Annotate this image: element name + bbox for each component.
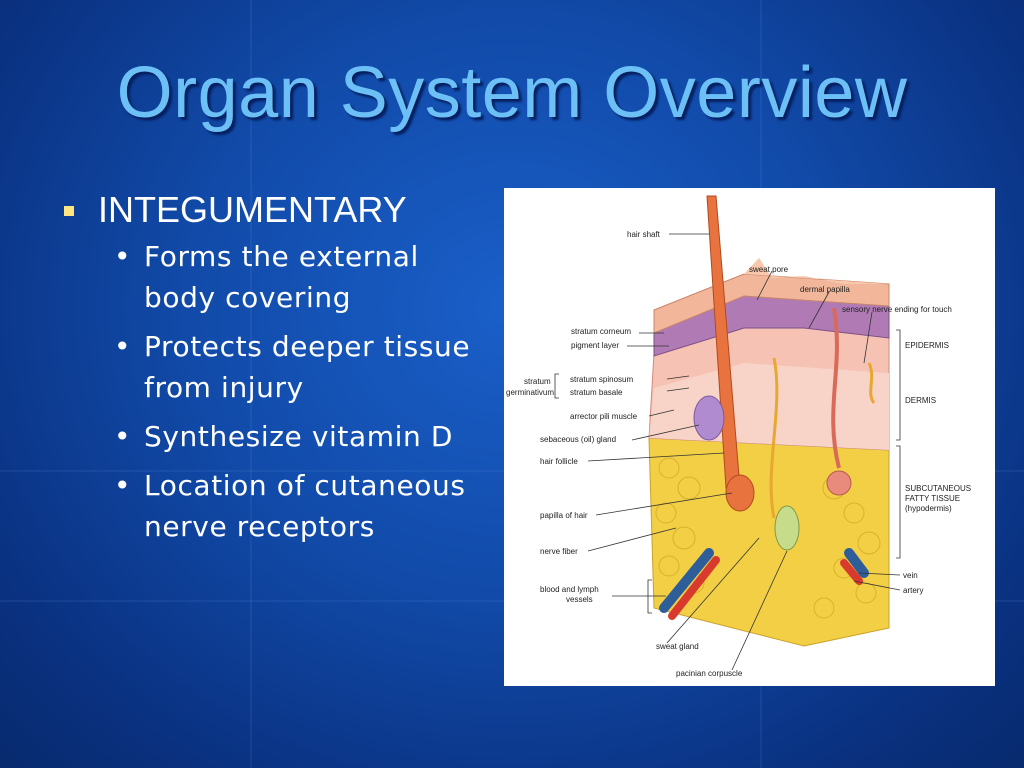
label-sweat-pore: sweat pore xyxy=(749,265,789,274)
label-vein: vein xyxy=(903,571,918,580)
square-bullet-icon xyxy=(64,206,74,216)
label-stratum: stratum xyxy=(524,377,551,386)
label-subcutaneous: SUBCUTANEOUS xyxy=(905,484,971,493)
bullet-dot-icon: • xyxy=(114,330,132,363)
sub-bullet: • Synthesize vitamin D xyxy=(114,416,492,457)
sub-bullet-text: Location of cutaneous nerve receptors xyxy=(144,469,466,543)
artery-right xyxy=(840,559,863,585)
vein-left xyxy=(659,548,714,613)
vein-right xyxy=(844,548,869,578)
sub-bullet-text: Synthesize vitamin D xyxy=(144,420,453,453)
label-stratum-basale: stratum basale xyxy=(570,388,623,397)
label-hair-follicle: hair follicle xyxy=(540,457,578,466)
label-nerve-fiber: nerve fiber xyxy=(540,547,578,556)
label-pigment-layer: pigment layer xyxy=(571,341,619,350)
background-line xyxy=(250,0,252,768)
label-artery: artery xyxy=(903,586,923,595)
sub-bullet-text: Forms the external body covering xyxy=(144,240,419,314)
label-papilla-of-hair: papilla of hair xyxy=(540,511,588,520)
label-arrector-pili: arrector pili muscle xyxy=(570,412,638,421)
bullet-dot-icon: • xyxy=(114,240,132,273)
label-stratum-corneum: stratum corneum xyxy=(571,327,631,336)
skin-surface xyxy=(744,258,889,284)
leader-lines xyxy=(587,233,901,671)
bracket-lines xyxy=(554,329,901,614)
sub-bullet: • Forms the external body covering xyxy=(114,236,492,318)
label-epidermis: EPIDERMIS xyxy=(905,341,949,350)
skin-cross-section-illustration: hair shaft sweat pore dermal papilla sen… xyxy=(506,195,971,678)
artery-left xyxy=(668,556,720,620)
slide-title: Organ System Overview xyxy=(116,53,908,133)
touch-receptor xyxy=(867,362,876,404)
sub-bullet: • Protects deeper tissue from injury xyxy=(114,326,492,408)
hair-bulb xyxy=(725,474,755,512)
label-sebaceous-gland: sebaceous (oil) gland xyxy=(540,435,616,444)
sweat-gland xyxy=(826,470,852,496)
pacinian-corpuscle xyxy=(774,505,800,551)
bullet-dot-icon: • xyxy=(114,469,132,502)
label-sweat-gland: sweat gland xyxy=(656,642,699,651)
label-pacinian-corpuscle: pacinian corpuscle xyxy=(676,669,743,678)
label-sensory-nerve: sensory nerve ending for touch xyxy=(842,305,952,314)
label-blood-lymph: blood and lymph xyxy=(540,585,599,594)
bullet-dot-icon: • xyxy=(114,420,132,453)
label-dermis: DERMIS xyxy=(905,396,936,405)
label-hypodermis: (hypodermis) xyxy=(905,504,952,513)
sub-bullet-text: Protects deeper tissue from injury xyxy=(144,330,471,404)
sebaceous-gland xyxy=(693,395,725,441)
label-fatty-tissue: FATTY TISSUE xyxy=(905,494,960,503)
bullet-list: INTEGUMENTARY • Forms the external body c… xyxy=(62,188,492,555)
bullet-heading: INTEGUMENTARY xyxy=(98,189,407,230)
sweat-duct xyxy=(831,307,841,469)
label-hair-shaft: hair shaft xyxy=(627,230,661,239)
nerve-fiber xyxy=(769,357,779,519)
label-stratum-spinosum: stratum spinosum xyxy=(570,375,633,384)
sub-bullet: • Location of cutaneous nerve receptors xyxy=(114,465,492,547)
label-dermal-papilla: dermal papilla xyxy=(800,285,850,294)
skin-diagram-figure: hair shaft sweat pore dermal papilla sen… xyxy=(504,188,995,686)
label-germinativum: germinativum xyxy=(506,388,554,397)
fat-layer xyxy=(648,437,890,647)
sub-bullet-list: • Forms the external body covering • Prote… xyxy=(114,236,492,547)
label-vessels: vessels xyxy=(566,595,593,604)
bullet-heading-row: INTEGUMENTARY xyxy=(62,188,492,232)
